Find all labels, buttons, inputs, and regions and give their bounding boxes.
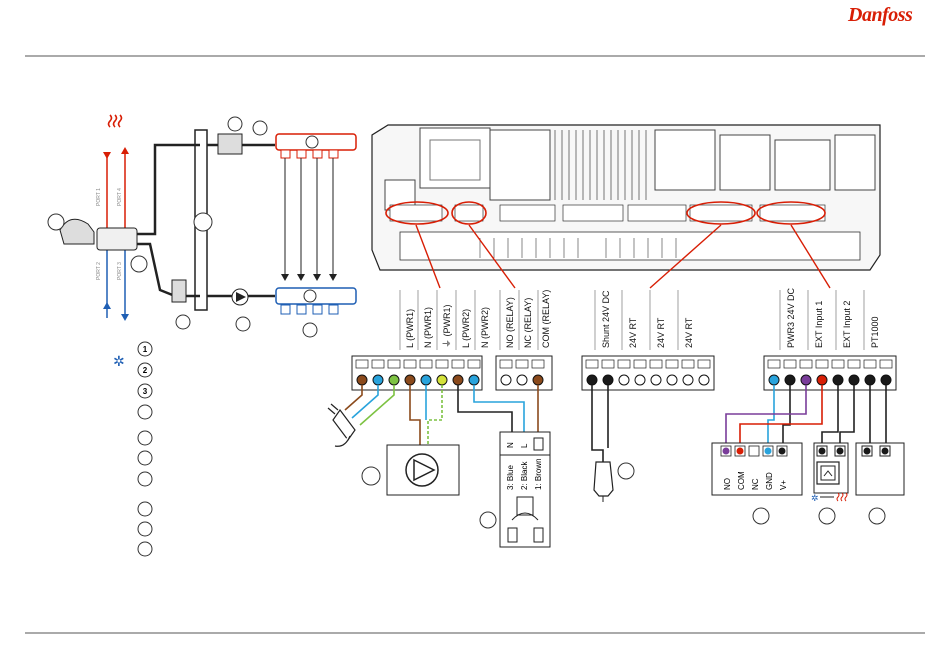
- label-n-pwr1: N (PWR1): [423, 307, 433, 348]
- svg-text:COM: COM: [737, 471, 746, 490]
- label-l-pwr2: L (PWR2): [461, 309, 471, 348]
- snowflake-icon: ✲: [811, 493, 819, 503]
- label-l-pwr1: L (PWR1): [405, 309, 415, 348]
- label-ext2: EXT Input 2: [842, 301, 852, 348]
- shunt-sensor: [594, 462, 634, 502]
- label-pt1000: PT1000: [870, 316, 880, 348]
- terminal-block-shunt: [582, 356, 714, 390]
- svg-text:NO: NO: [723, 478, 732, 490]
- label-rt-1: 24V RT: [628, 317, 638, 348]
- label-nc-relay: NC (RELAY): [523, 298, 533, 348]
- heat-icon: [837, 493, 847, 501]
- mixing-valve: [97, 228, 137, 250]
- mains-plug-icon: [328, 404, 355, 446]
- svg-text:1: 1: [143, 345, 148, 354]
- svg-text:N: N: [506, 442, 515, 448]
- controller-board: [372, 125, 880, 288]
- terminal-block-power: [352, 356, 482, 390]
- svg-text:3: Blue: 3: Blue: [506, 465, 515, 490]
- label-no-relay: NO (RELAY): [505, 297, 515, 348]
- callout-circle: [131, 256, 147, 272]
- label-pwr3: PWR3 24V DC: [786, 287, 796, 348]
- actuator: [60, 219, 94, 244]
- svg-text:GND: GND: [765, 472, 774, 490]
- snowflake-icon: ✲: [113, 353, 125, 369]
- hydraulic-schematic: PORT 1 PORT 4 PORT 2 PORT 3: [48, 115, 356, 337]
- svg-text:PORT 4: PORT 4: [117, 188, 123, 206]
- label-rt-2: 24V RT: [656, 317, 666, 348]
- svg-text:PORT 2: PORT 2: [96, 262, 102, 280]
- svg-text:PORT 3: PORT 3: [117, 262, 123, 280]
- svg-text:L: L: [520, 443, 529, 448]
- external-device: NO COM NC GND V+: [712, 443, 802, 524]
- label-rt-3: 24V RT: [684, 317, 694, 348]
- svg-text:2: Black: 2: Black: [520, 461, 529, 490]
- svg-text:1: Brown: 1: Brown: [534, 458, 543, 490]
- svg-text:3: 3: [143, 387, 148, 396]
- terminal-block-ext: [764, 356, 896, 390]
- label-ext1: EXT Input 1: [814, 301, 824, 348]
- sensor: [172, 280, 186, 302]
- callout-circle: [48, 214, 64, 230]
- heat-icon: [109, 115, 122, 127]
- label-com-relay: COM (RELAY): [541, 290, 551, 348]
- svg-text:NC: NC: [751, 478, 760, 490]
- callout-circle: [194, 213, 212, 231]
- svg-text:PORT 1: PORT 1: [96, 188, 102, 206]
- label-earth-pwr1: ⏚ (PWR1): [442, 304, 452, 348]
- legend: ✲ 1 2 3: [113, 342, 152, 556]
- thermostat-switch: ✲: [811, 443, 848, 524]
- terminal-block-relay: [496, 356, 552, 390]
- pt1000-sensor: [856, 443, 904, 524]
- relay-box: N L 3: Blue 2: Black 1: Brown: [480, 432, 550, 547]
- pump-valve: [218, 134, 242, 154]
- pump-device: [362, 445, 459, 495]
- label-n-pwr2: N (PWR2): [480, 307, 490, 348]
- svg-text:2: 2: [143, 366, 148, 375]
- label-shunt: Shunt 24V DC: [601, 290, 611, 348]
- svg-text:V+: V+: [779, 480, 788, 490]
